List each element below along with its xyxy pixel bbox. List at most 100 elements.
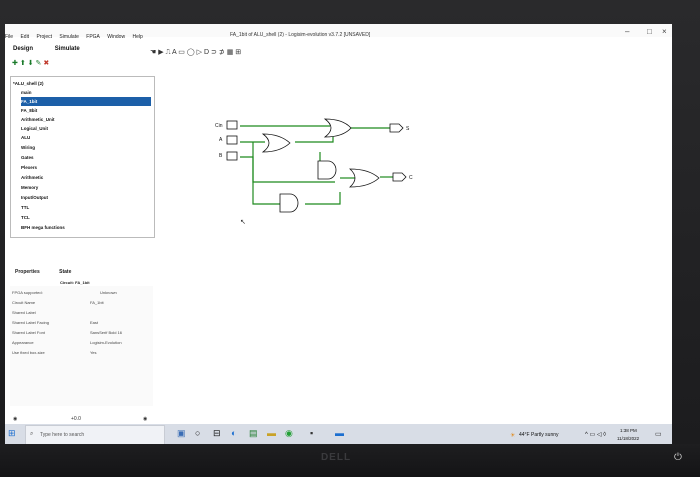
terminal-icon[interactable]: ▪ [310, 428, 314, 438]
tab-design[interactable]: Design [13, 46, 34, 52]
tree-item-alu[interactable]: ALU [21, 135, 31, 140]
power-icon[interactable]: ⏻ [674, 452, 682, 463]
xor-gate-icon[interactable]: ⊅ [218, 49, 225, 56]
tree-lib-plexers[interactable]: Plexers [21, 165, 38, 170]
appearance-icon[interactable]: ⊞ [235, 49, 242, 56]
file-explorer-icon[interactable]: ▬ [267, 428, 276, 438]
tree-lib-input-output[interactable]: Input/Output [21, 195, 48, 200]
not-gate-icon[interactable]: ▷ [196, 49, 203, 56]
notification-icon[interactable]: ▭ [655, 431, 662, 438]
edge-icon[interactable]: ◐ [231, 428, 237, 438]
clock-time[interactable]: 1:38 PM [620, 428, 637, 433]
search-icon: ⌕ [30, 431, 34, 437]
text-tool-icon[interactable]: A [172, 49, 177, 56]
add-circuit-icon[interactable]: ✚ [12, 60, 18, 67]
menu-bar: File Edit Project Simulate FPGA Window H… [5, 34, 155, 44]
explorer-toolbar: ✚ ⬆ ⬇ ✎ ✖ [12, 59, 49, 67]
zoom-level: +0.0 [71, 416, 81, 422]
prop-key: Shared Label [12, 310, 36, 315]
menu-help[interactable]: Help [132, 34, 143, 40]
store-icon[interactable]: ▤ [249, 428, 258, 438]
edit-icon[interactable]: ✎ [35, 60, 42, 67]
input-label-b: B [219, 153, 223, 159]
mail-icon[interactable]: ▬ [335, 428, 344, 438]
select-tool-icon[interactable]: ▶ [158, 49, 164, 56]
tab-properties[interactable]: Properties [15, 269, 40, 275]
tree-project-root[interactable]: *ALU_shell (2) [13, 81, 44, 86]
tree-lib-memory[interactable]: Memory [21, 185, 39, 190]
cortana-icon[interactable]: ○ [195, 428, 201, 438]
tree-lib-bfh[interactable]: BFH mega functions [21, 225, 65, 230]
tree-lib-arithmetic[interactable]: Arithmetic [21, 175, 44, 180]
input-pin-a [226, 135, 238, 145]
input-pin-icon[interactable]: ▭ [178, 49, 185, 56]
tool-palette: ☚ ▶ ⎍ A ▭ ◯ ▷ D ⊃ ⊅ ▦ ⊞ [150, 48, 241, 57]
minimize-icon[interactable]: – [625, 27, 630, 36]
tab-simulate[interactable]: Simulate [54, 46, 80, 52]
clock-date[interactable]: 11/18/2022 [617, 436, 640, 441]
maximize-icon[interactable]: □ [647, 27, 652, 36]
prop-value[interactable]: Logisim-Evolution [90, 340, 122, 345]
tree-lib-ttl[interactable]: TTL [21, 205, 30, 210]
prop-key: FPGA supported: [12, 290, 43, 295]
tree-item-logical-unit[interactable]: Logical_Unit [21, 126, 49, 131]
close-icon[interactable]: × [662, 27, 667, 36]
tree-item-fa-1bit[interactable]: FA_1bit [21, 97, 151, 106]
prop-key: Shared Label Facing [12, 320, 49, 325]
output-pin-s [389, 123, 404, 133]
zoom-in-icon[interactable]: ◉ [143, 416, 148, 422]
tree-lib-tcl[interactable]: TCL [21, 215, 30, 220]
move-up-icon[interactable]: ⬆ [19, 60, 26, 67]
tray-icons[interactable]: ^ ▭ ◁ ◊ [585, 432, 607, 438]
prop-value: Unknown [100, 290, 117, 295]
tree-lib-gates[interactable]: Gates [21, 155, 34, 160]
wiring-tool-icon[interactable]: ⎍ [165, 49, 171, 56]
xor-gate [261, 133, 291, 153]
output-pin-icon[interactable]: ◯ [186, 49, 195, 56]
move-down-icon[interactable]: ⬇ [27, 60, 34, 67]
layout-icon[interactable]: ▦ [226, 49, 234, 56]
menu-file[interactable]: File [5, 34, 14, 40]
taskbar: ⊞ ⌕ Type here to search ▣ ○ ⊟ ◐ ▤ ▬ ◉ ▪ … [5, 424, 672, 447]
weather-text[interactable]: 44°F Partly sunny [519, 432, 559, 438]
menu-edit[interactable]: Edit [20, 34, 30, 40]
tree-item-arithmetic-unit[interactable]: Arithmetic_Unit [21, 117, 55, 122]
mouse-cursor-icon: ↖ [240, 219, 246, 226]
logisim-icon[interactable]: ◉ [285, 428, 293, 438]
screen: File Edit Project Simulate FPGA Window H… [5, 24, 672, 446]
title-bar: File Edit Project Simulate FPGA Window H… [5, 24, 672, 40]
weather-icon: ☀ [510, 433, 516, 439]
menu-window[interactable]: Window [107, 34, 126, 40]
menu-fpga[interactable]: FPGA [86, 34, 100, 40]
prop-value[interactable]: Yes [90, 350, 97, 355]
prop-value[interactable]: FA_1bit [90, 300, 104, 305]
properties-panel: Circuit: FA_1bit FPGA supported: Unknown… [10, 280, 153, 406]
prop-key: Shared Label Font [12, 330, 45, 335]
or-gate-icon[interactable]: ⊃ [211, 49, 217, 56]
task-view-icon[interactable]: ▣ [177, 428, 186, 438]
tree-item-main[interactable]: main [21, 90, 32, 95]
prop-key: Use fixed box-size [12, 350, 45, 355]
windows-start-icon[interactable]: ⊞ [8, 428, 16, 438]
input-label-a: A [219, 137, 223, 143]
prop-key: Appearance [12, 340, 34, 345]
menu-project[interactable]: Project [36, 34, 53, 40]
poke-tool-icon[interactable]: ☚ [150, 49, 157, 56]
brand-logo: DELL [320, 452, 352, 463]
and-gate [279, 193, 299, 213]
and-gate-icon[interactable]: D [204, 49, 210, 56]
prop-value[interactable]: SansSerif Bold 16 [90, 330, 123, 335]
tab-state[interactable]: State [59, 269, 72, 275]
prop-value[interactable]: East [90, 320, 99, 325]
delete-icon[interactable]: ✖ [43, 60, 50, 67]
menu-simulate[interactable]: Simulate [59, 34, 79, 40]
zoom-out-icon[interactable]: ◉ [13, 416, 18, 422]
tree-lib-wiring[interactable]: Wiring [21, 145, 35, 150]
circuit-canvas[interactable]: Cin A B S C ↖ [155, 64, 672, 408]
widgets-icon[interactable]: ⊟ [213, 428, 221, 438]
window-title: FA_1bit of ALU_shell (2) - Logisim-evolu… [230, 32, 371, 38]
and-gate [317, 160, 337, 180]
tree-item-fa-8bit[interactable]: FA_8bit [21, 108, 38, 113]
properties-header: Circuit: FA_1bit [60, 280, 90, 285]
output-pin-c [392, 172, 407, 182]
